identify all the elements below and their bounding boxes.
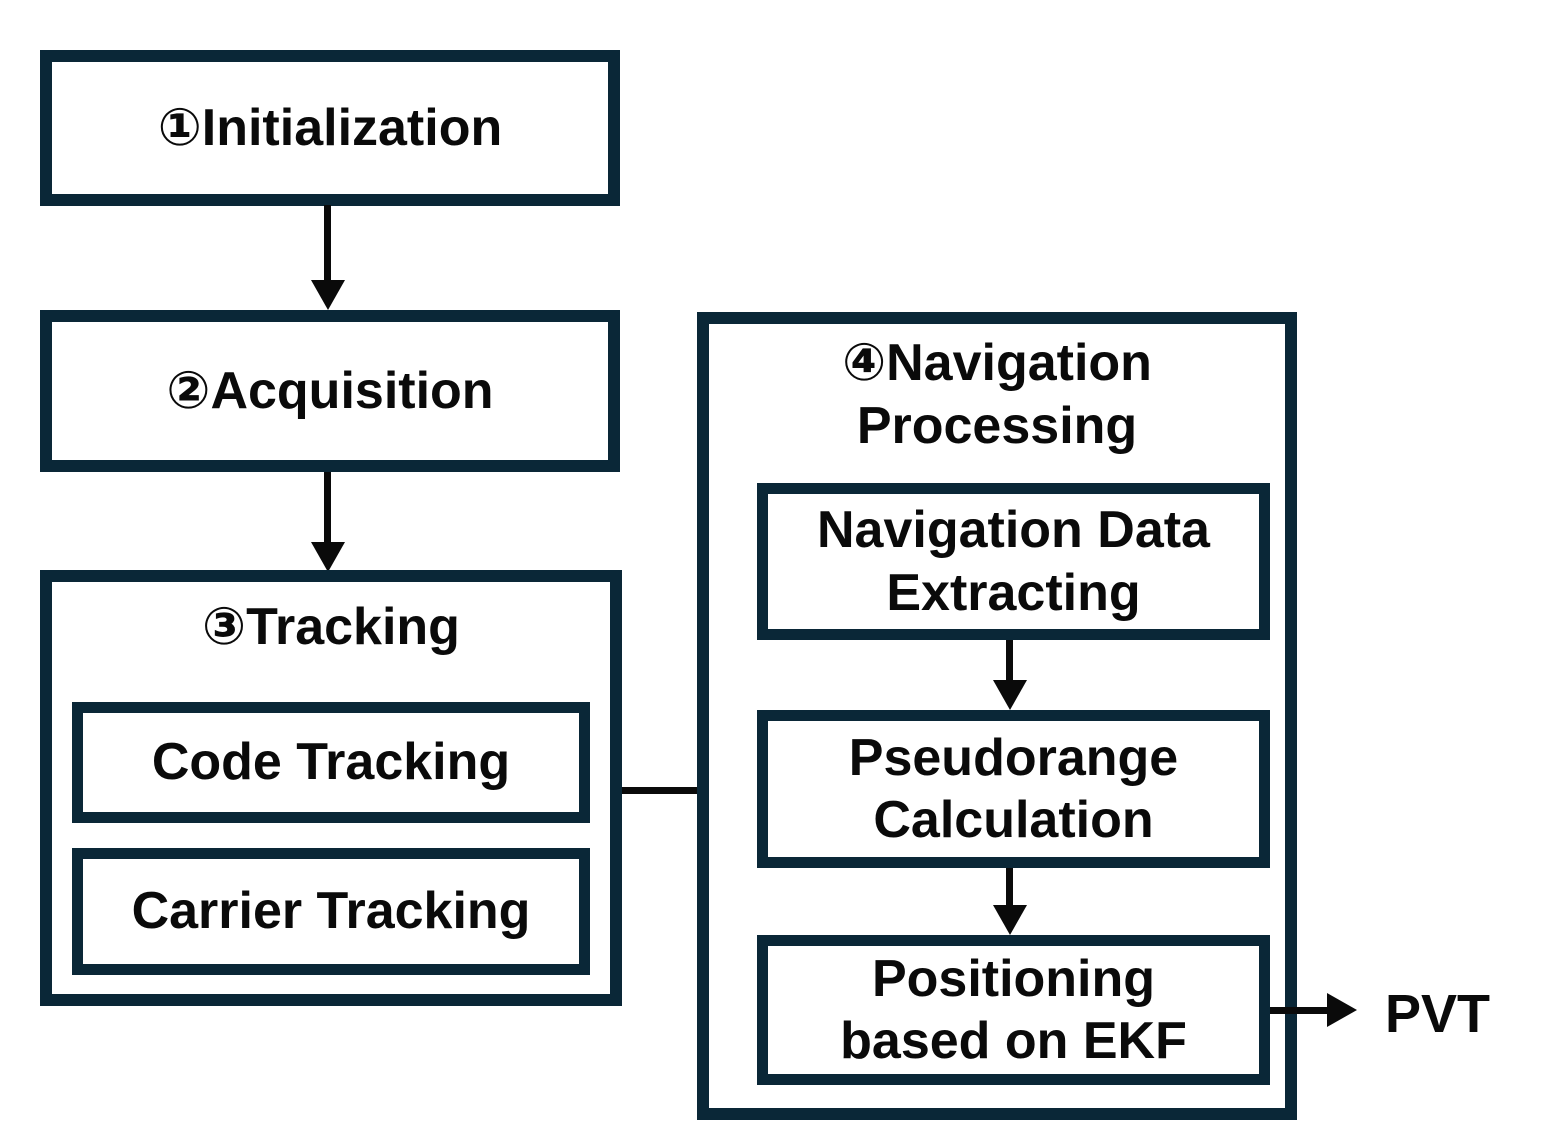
pseudorange-calculation-label: Pseudorange Calculation <box>849 727 1178 852</box>
acquisition-box: ②Acquisition <box>40 310 620 472</box>
navigation-processing-label-line2: Processing <box>856 397 1138 456</box>
arrow-positioning-to-pvt-line <box>1270 1007 1327 1014</box>
tracking-box: ③Tracking Code Tracking Carrier Tracking <box>40 570 622 1006</box>
carrier-tracking-box: Carrier Tracking <box>72 848 590 975</box>
navigation-data-extracting-box: Navigation Data Extracting <box>757 483 1270 640</box>
navigation-processing-label-line1: ④Navigation <box>842 334 1152 392</box>
navigation-processing-box: ④Navigation Processing Navigation Data E… <box>697 312 1297 1120</box>
pvt-label: PVT <box>1385 984 1491 1044</box>
code-tracking-label: Code Tracking <box>151 733 511 792</box>
arrow-pseudorange-to-positioning-line <box>1006 868 1013 907</box>
initialization-box: ①Initialization <box>40 50 620 206</box>
arrow-init-to-acquisition-head <box>311 280 345 310</box>
navigation-data-extracting-label-line2: Extracting <box>886 563 1141 622</box>
positioning-ekf-label: Positioning based on EKF <box>840 948 1187 1073</box>
code-tracking-box: Code Tracking <box>72 702 590 823</box>
positioning-ekf-label-line1: Positioning <box>871 949 1156 1008</box>
arrow-positioning-to-pvt-head <box>1327 993 1357 1027</box>
pseudorange-calculation-label-line1: Pseudorange <box>848 728 1179 787</box>
carrier-tracking-label: Carrier Tracking <box>131 882 531 941</box>
navigation-data-extracting-label-line1: Navigation Data <box>817 501 1210 560</box>
navigation-processing-label: ④Navigation Processing <box>709 332 1285 459</box>
tracking-label: ③Tracking <box>202 598 460 656</box>
arrow-acquisition-to-tracking-line <box>324 472 331 543</box>
arrow-navdata-to-pseudorange-line <box>1006 640 1013 682</box>
positioning-ekf-label-line2: based on EKF <box>840 1012 1187 1070</box>
navigation-data-extracting-label: Navigation Data Extracting <box>817 499 1210 624</box>
arrow-init-to-acquisition-line <box>324 205 331 282</box>
positioning-ekf-box: Positioning based on EKF <box>757 935 1270 1085</box>
arrow-tracking-to-pseudorange-line <box>622 787 729 794</box>
arrow-navdata-to-pseudorange-head <box>993 680 1027 710</box>
pseudorange-calculation-label-line2: Calculation <box>873 791 1154 849</box>
acquisition-label: ②Acquisition <box>166 361 494 420</box>
arrow-pseudorange-to-positioning-head <box>993 905 1027 935</box>
initialization-label: ①Initialization <box>157 98 503 157</box>
pseudorange-calculation-box: Pseudorange Calculation <box>757 710 1270 868</box>
arrow-acquisition-to-tracking-head <box>311 542 345 572</box>
